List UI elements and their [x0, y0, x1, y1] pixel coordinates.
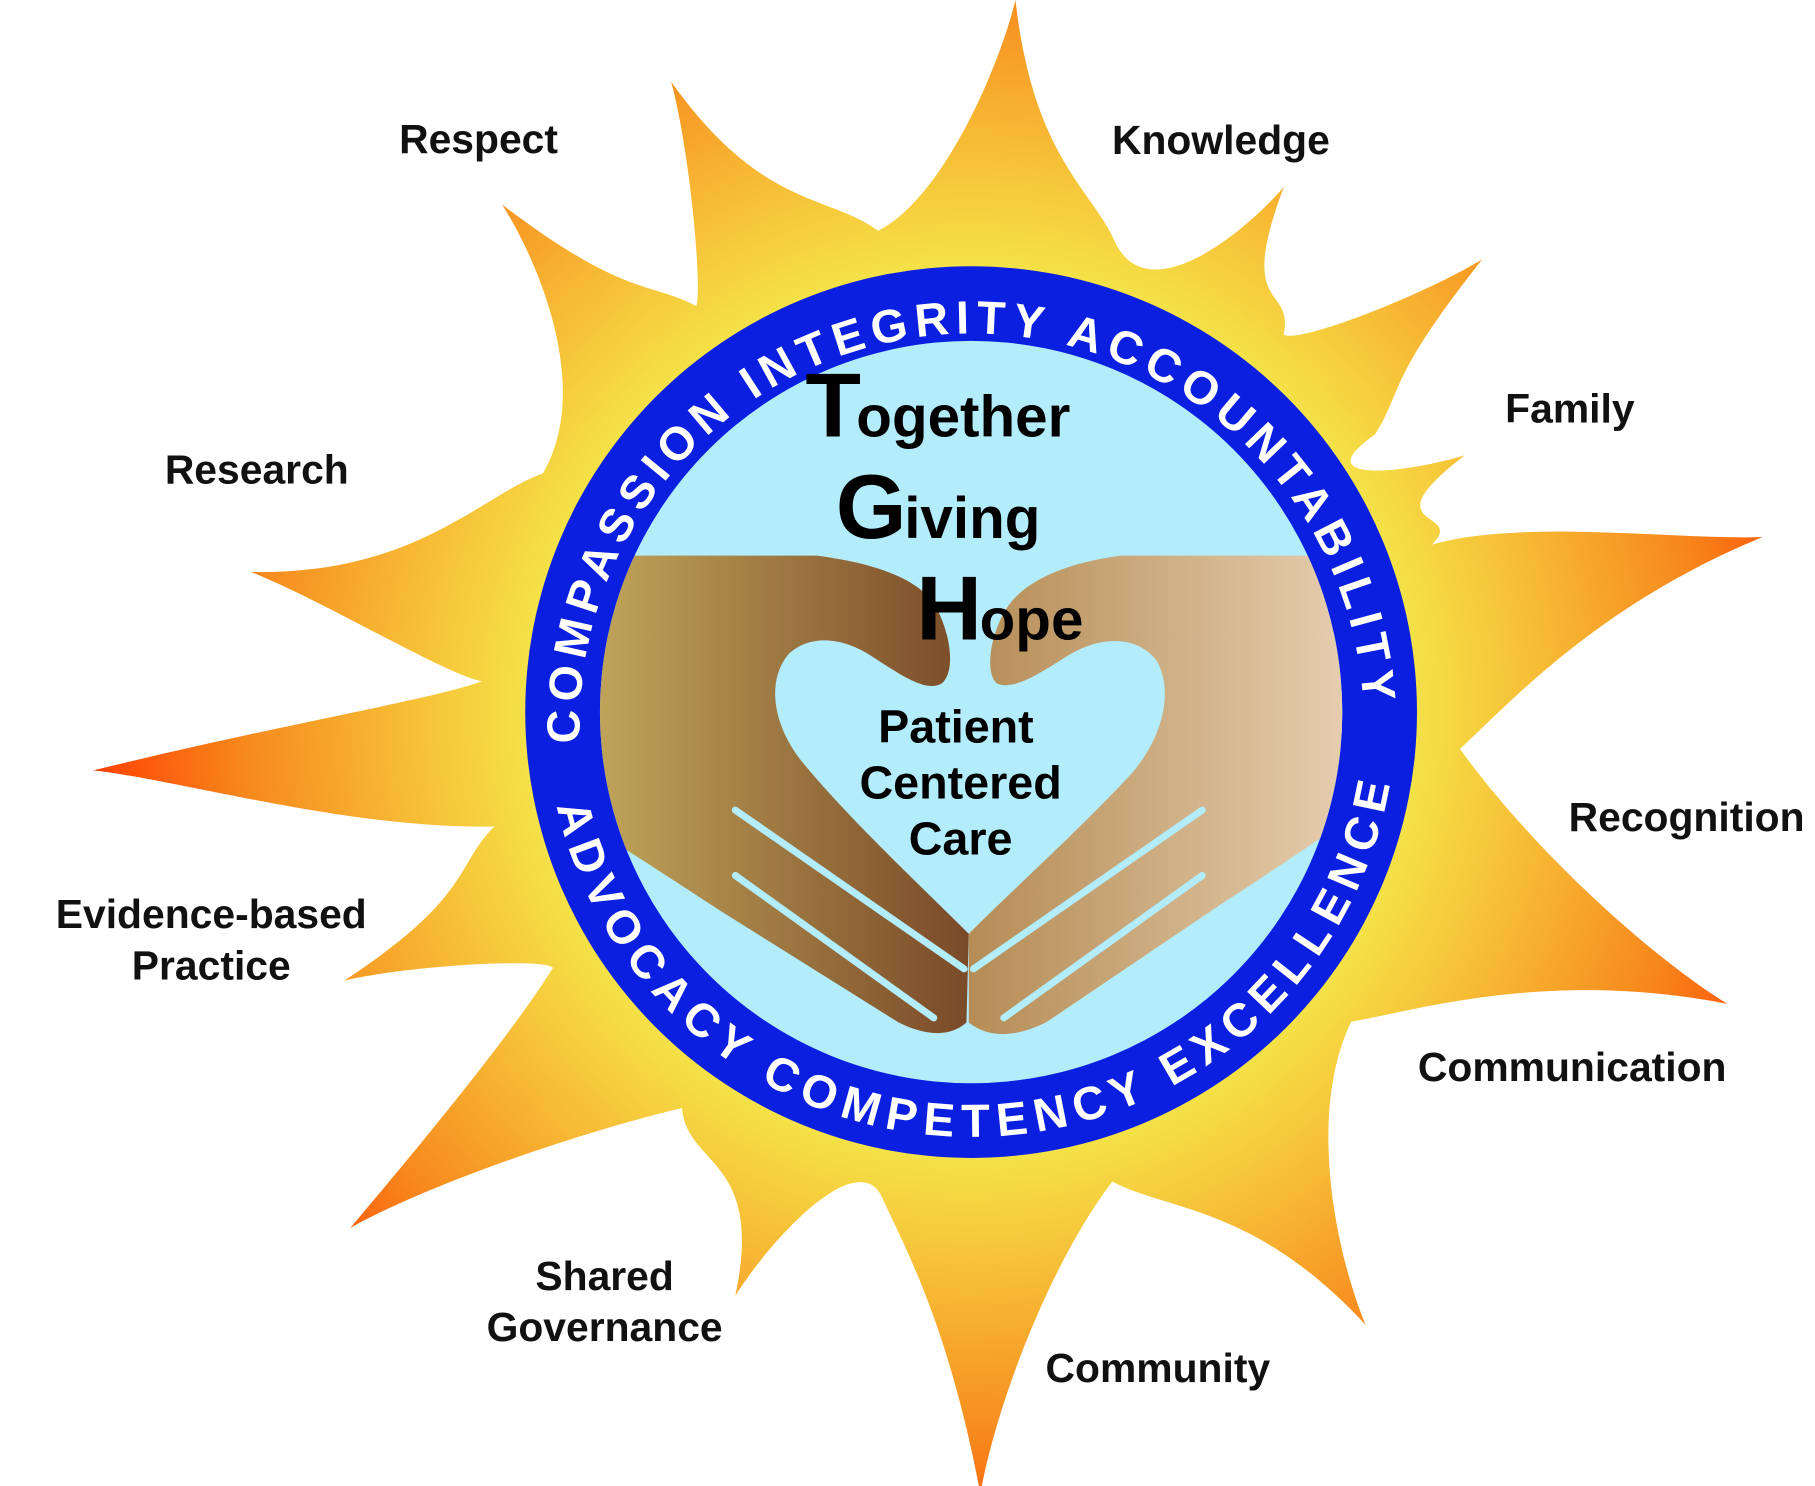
label-communication: Communication [1418, 1044, 1727, 1090]
label-respect: Respect [399, 116, 558, 162]
motto-line-hope: Hope [916, 559, 1083, 660]
label-research: Research [165, 446, 349, 492]
label-recognition: Recognition [1569, 794, 1805, 840]
label-knowledge: Knowledge [1112, 117, 1330, 163]
label-community: Community [1046, 1345, 1271, 1391]
value-labels: Respect Knowledge Family Research Recogn… [56, 116, 1805, 1391]
motto-line-giving: Giving [836, 457, 1041, 558]
motto: Together Giving Hope [805, 356, 1083, 660]
right-hand [968, 555, 1343, 1034]
center-text: Patient Centered Care [859, 700, 1061, 864]
finger-gaps [731, 806, 1206, 1022]
left-hand [599, 555, 969, 1034]
motto-line-together: Together [805, 356, 1070, 457]
label-family: Family [1505, 386, 1635, 432]
label-governance: Governance [487, 1304, 723, 1350]
center-line-care: Care [909, 812, 1013, 864]
heart-hands [599, 555, 1343, 1034]
center-line-centered: Centered [859, 756, 1061, 808]
label-shared: Shared [535, 1253, 673, 1299]
label-practice: Practice [132, 942, 291, 988]
center-line-patient: Patient [878, 700, 1034, 752]
label-evidence-based: Evidence-based [56, 891, 367, 937]
